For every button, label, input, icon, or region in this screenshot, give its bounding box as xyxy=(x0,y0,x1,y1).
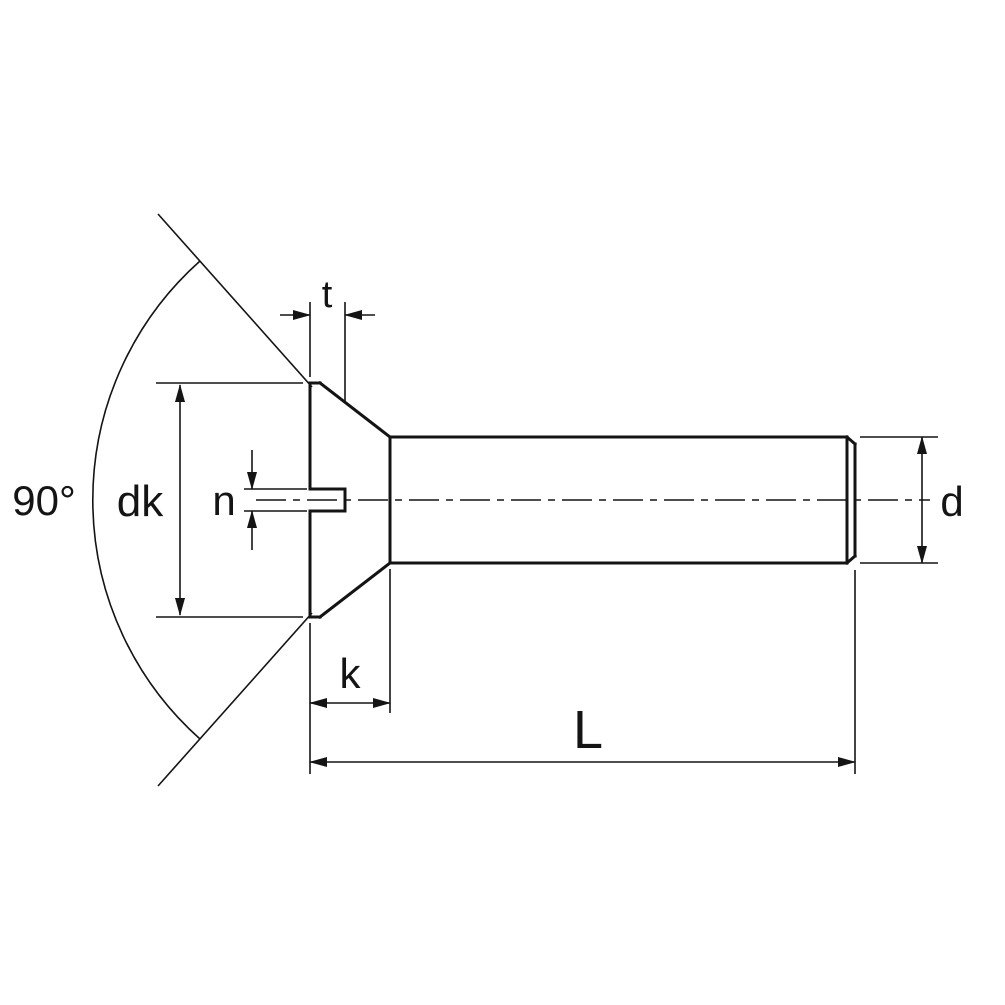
head-cone-top xyxy=(317,380,393,440)
label-countersink-angle: 90° xyxy=(12,477,76,524)
dimension-L xyxy=(309,570,856,774)
label-head-height: k xyxy=(340,650,362,697)
dimension-n xyxy=(244,450,307,550)
label-slot-depth: t xyxy=(322,274,333,316)
angle-annotation-90 xyxy=(92,213,313,787)
label-total-length: L xyxy=(573,700,603,760)
dimension-d xyxy=(860,436,938,564)
head-cone-bottom xyxy=(317,560,393,620)
construction-line-top xyxy=(157,213,313,388)
label-shank-diameter: d xyxy=(940,478,963,525)
dimension-t xyxy=(280,302,375,403)
construction-line-bottom xyxy=(157,612,313,787)
label-slot-width: n xyxy=(212,477,235,524)
label-head-diameter: dk xyxy=(117,477,164,526)
dimension-dk xyxy=(156,382,303,618)
angle-arc xyxy=(92,260,201,740)
dimension-k xyxy=(309,569,391,774)
